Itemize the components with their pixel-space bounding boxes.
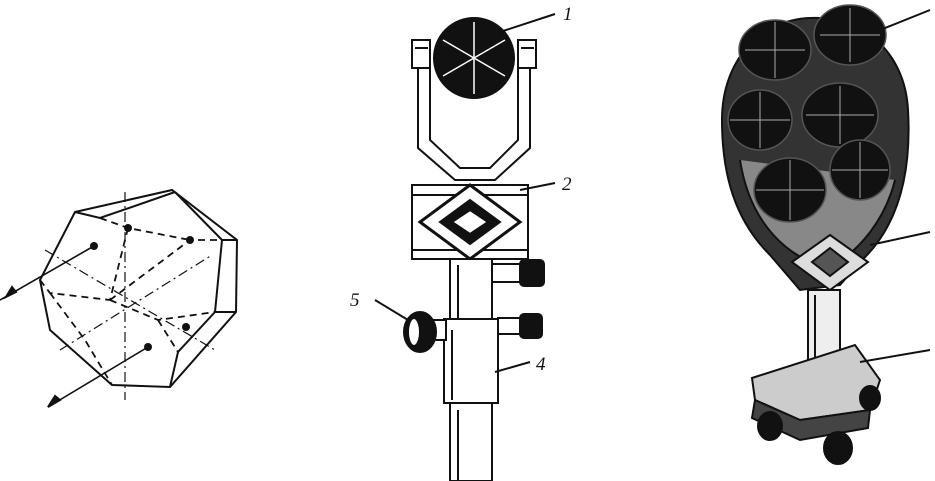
label-5: 5 (350, 290, 360, 311)
multi-prism-reflector (720, 4, 931, 465)
label-1: 1 (563, 4, 573, 25)
reflector-on-pole (374, 13, 556, 481)
prism-outline (38, 188, 239, 389)
pole (449, 258, 493, 320)
prism-diagram (0, 188, 239, 408)
label-2: 2 (562, 174, 572, 195)
label-4: 4 (536, 354, 546, 375)
